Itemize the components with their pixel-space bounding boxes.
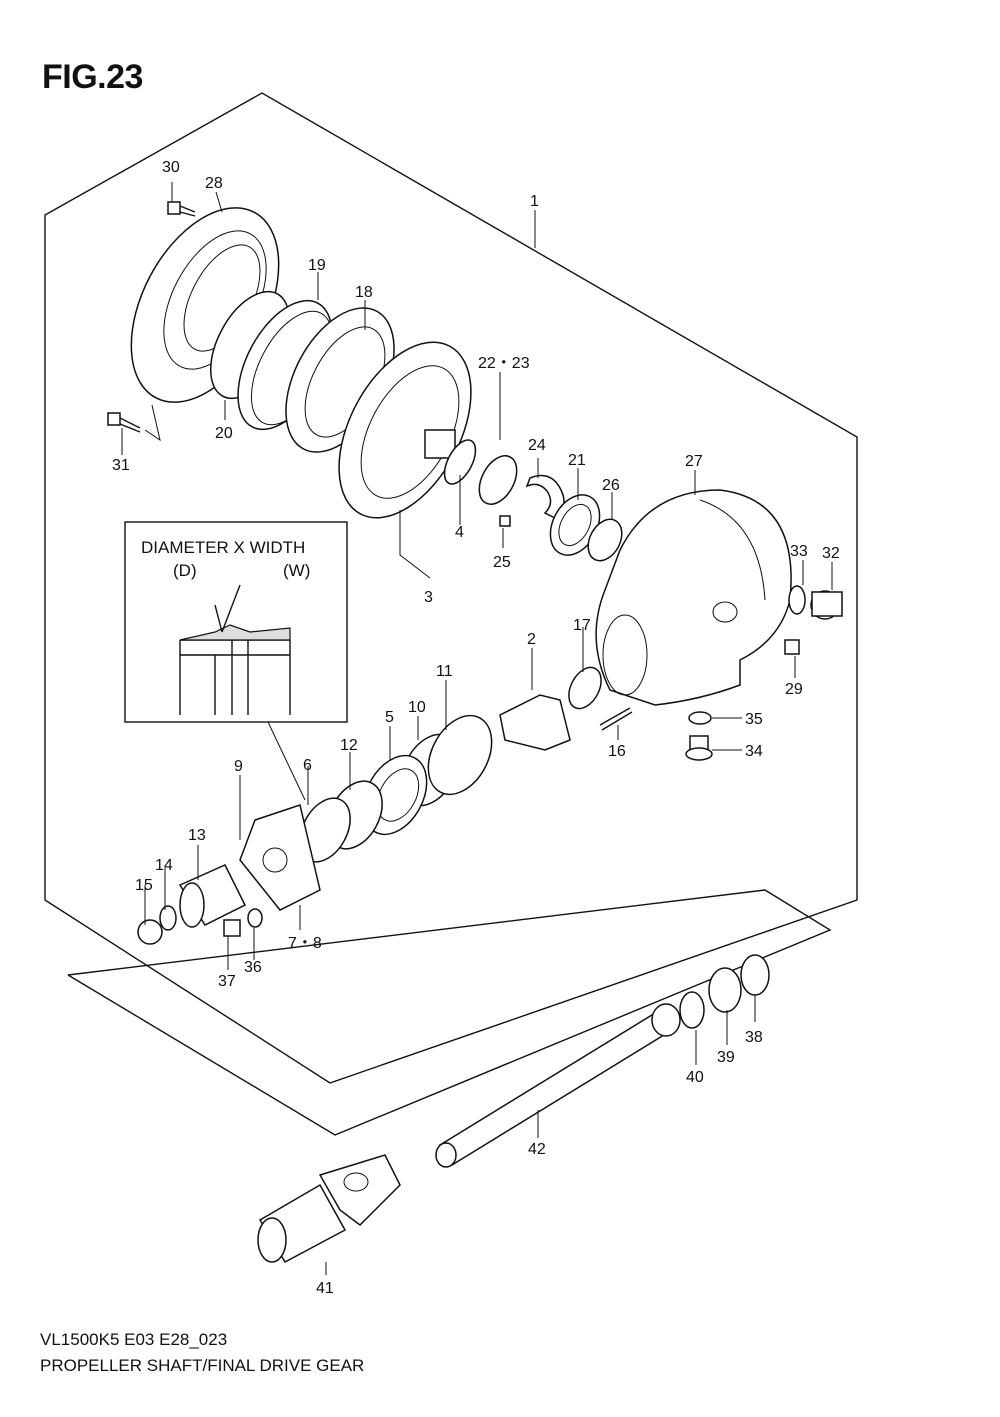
- part-seal-26: [587, 518, 623, 562]
- part-bolt-30: [167, 201, 196, 217]
- part-retainer-24: [525, 474, 565, 519]
- part-bolt-37: [223, 919, 241, 937]
- callout-16: 16: [608, 743, 626, 760]
- part-bolt-25: [499, 515, 511, 527]
- part-bolt-34: [685, 735, 713, 761]
- callout-7-8: 7・8: [288, 935, 322, 952]
- callout-3: 3: [424, 589, 433, 606]
- callout-15: 15: [135, 877, 153, 894]
- callout-labels: 1 2 3 4 5 6 7・8 9 10 11 12 13 14 15 16 1…: [112, 159, 840, 1297]
- shaft-group-boundary: [67, 889, 832, 1136]
- part-propeller-shaft-42: [435, 1003, 681, 1168]
- part-universal-joint-41: [257, 1154, 401, 1263]
- callout-30: 30: [162, 159, 180, 176]
- part-gasket-33: [788, 585, 806, 615]
- callout-42: 42: [528, 1141, 546, 1158]
- callout-6: 6: [303, 757, 312, 774]
- callout-19: 19: [308, 257, 326, 274]
- leader-lines: [121, 182, 833, 1275]
- callout-11: 11: [436, 663, 453, 680]
- callout-31: 31: [112, 457, 130, 474]
- callout-21: 21: [568, 452, 586, 469]
- part-ring-38: [740, 954, 770, 996]
- callout-5: 5: [385, 709, 394, 726]
- part-washer-35: [688, 711, 712, 725]
- callout-34: 34: [745, 743, 763, 760]
- figure-caption: PROPELLER SHAFT/FINAL DRIVE GEAR: [40, 1356, 365, 1375]
- callout-41: 41: [316, 1280, 334, 1297]
- callout-26: 26: [602, 477, 620, 494]
- inset-heading: DIAMETER X WIDTH: [141, 538, 305, 557]
- callout-2: 2: [527, 631, 536, 648]
- part-washer-36: [247, 908, 263, 928]
- callout-35: 35: [745, 711, 763, 728]
- callout-28: 28: [205, 175, 223, 192]
- callout-17: 17: [573, 617, 591, 634]
- callout-27: 27: [685, 453, 703, 470]
- inset-label-d: (D): [173, 561, 197, 580]
- callout-20: 20: [215, 425, 233, 442]
- part-coupling-13: [178, 864, 247, 928]
- callout-33: 33: [790, 543, 808, 560]
- callout-25: 25: [493, 554, 511, 571]
- part-housing-27: [595, 489, 792, 706]
- figure-title: FIG.23: [42, 58, 143, 96]
- part-bolt-29: [784, 639, 800, 655]
- inset-label-w: (W): [283, 561, 310, 580]
- callout-1: 1: [530, 193, 539, 210]
- part-pinion-2: [499, 666, 602, 751]
- part-bearing-case-9: [239, 804, 321, 911]
- model-code: VL1500K5 E03 E28_023: [40, 1330, 228, 1349]
- dimension-inset: DIAMETER X WIDTH (D) (W): [124, 521, 348, 801]
- part-shim-22-23: [478, 455, 518, 505]
- callout-22-23: 22・23: [478, 355, 530, 372]
- callout-32: 32: [822, 545, 840, 562]
- part-shim-11: [427, 714, 493, 796]
- callout-18: 18: [355, 284, 373, 301]
- callout-14: 14: [155, 857, 173, 874]
- callout-40: 40: [686, 1069, 704, 1086]
- callout-9: 9: [234, 758, 243, 775]
- part-washer-14: [159, 905, 177, 931]
- part-washer-4: [443, 439, 477, 485]
- callout-13: 13: [188, 827, 206, 844]
- callout-37: 37: [218, 973, 236, 990]
- part-stud-16: [599, 707, 633, 731]
- part-plug-32: [810, 590, 843, 620]
- part-nut-15: [137, 919, 163, 945]
- assembly-boundary: [44, 92, 858, 1084]
- callout-10: 10: [408, 699, 426, 716]
- callout-4: 4: [455, 524, 464, 541]
- callout-38: 38: [745, 1029, 763, 1046]
- callout-12: 12: [340, 737, 358, 754]
- callout-29: 29: [785, 681, 803, 698]
- part-spring-39: [708, 967, 742, 1013]
- callout-36: 36: [244, 959, 262, 976]
- callout-39: 39: [717, 1049, 735, 1066]
- callout-24: 24: [528, 437, 546, 454]
- part-ring-40: [679, 991, 705, 1029]
- part-bolt-31: [107, 404, 161, 442]
